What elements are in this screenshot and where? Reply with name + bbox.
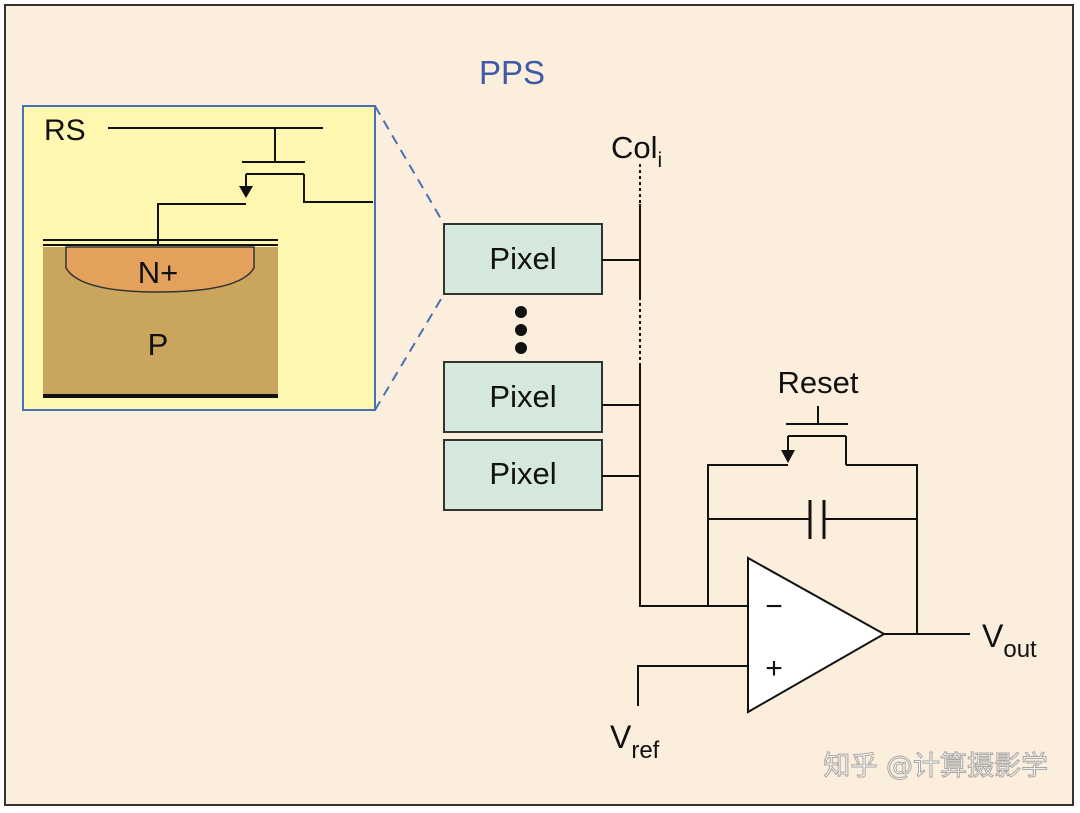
photodiode-wire xyxy=(157,203,246,244)
zoom-line-bottom xyxy=(374,293,445,411)
ellipsis-dot-1 xyxy=(515,306,527,318)
n-plus-label: N+ xyxy=(138,255,179,290)
diagram-title: PPS xyxy=(479,54,545,91)
vref-label: Vref xyxy=(610,719,660,764)
pixel-box-1-label: Pixel xyxy=(489,241,556,276)
pixel-box-2-label: Pixel xyxy=(489,379,556,414)
column-line-lower xyxy=(639,365,750,607)
p-label: P xyxy=(148,327,169,362)
pixel-box-3: Pixel xyxy=(443,439,640,511)
op-amp-triangle xyxy=(747,556,887,714)
pixel-box-3-label: Pixel xyxy=(489,456,556,491)
vref-label-main: V xyxy=(610,719,632,755)
n-plus-region xyxy=(65,246,255,293)
watermark: 知乎 @计算摄影学 xyxy=(823,751,1048,782)
ellipsis-dot-2 xyxy=(515,324,527,336)
reset-right-wire xyxy=(846,464,918,634)
vref-wire xyxy=(637,665,748,706)
ellipsis-dot-3 xyxy=(515,342,527,354)
column-label-subscript: i xyxy=(658,149,663,172)
rs-label: RS xyxy=(44,114,86,147)
vout-label: Vout xyxy=(982,618,1037,663)
rs-transistor-arrow-icon xyxy=(239,186,253,198)
vref-label-subscript: ref xyxy=(631,737,659,764)
rs-transistor-drain-wire xyxy=(303,174,373,203)
vout-label-subscript: out xyxy=(1003,636,1037,663)
op-amp-minus-sign: − xyxy=(765,590,783,623)
reset-left-wire xyxy=(707,464,788,606)
pixel-cross-section-inset: RS N+ P xyxy=(22,105,376,411)
charge-amplifier: Reset − + Vout Vref xyxy=(610,365,1037,764)
reset-arrow-icon xyxy=(781,450,795,463)
pixel-box-3-rect xyxy=(443,439,603,511)
vout-label-main: V xyxy=(982,618,1004,654)
op-amp-plus-sign: + xyxy=(765,652,783,685)
column-label: Coli xyxy=(611,130,662,172)
reset-label: Reset xyxy=(778,365,859,400)
pixel-box-1-rect xyxy=(443,223,603,295)
column-label-main: Col xyxy=(611,130,658,165)
pixel-box-2: Pixel xyxy=(443,361,640,433)
pixel-box-1: Pixel xyxy=(443,223,640,295)
zoom-line-top xyxy=(374,105,445,225)
pixel-box-2-rect xyxy=(443,361,603,433)
